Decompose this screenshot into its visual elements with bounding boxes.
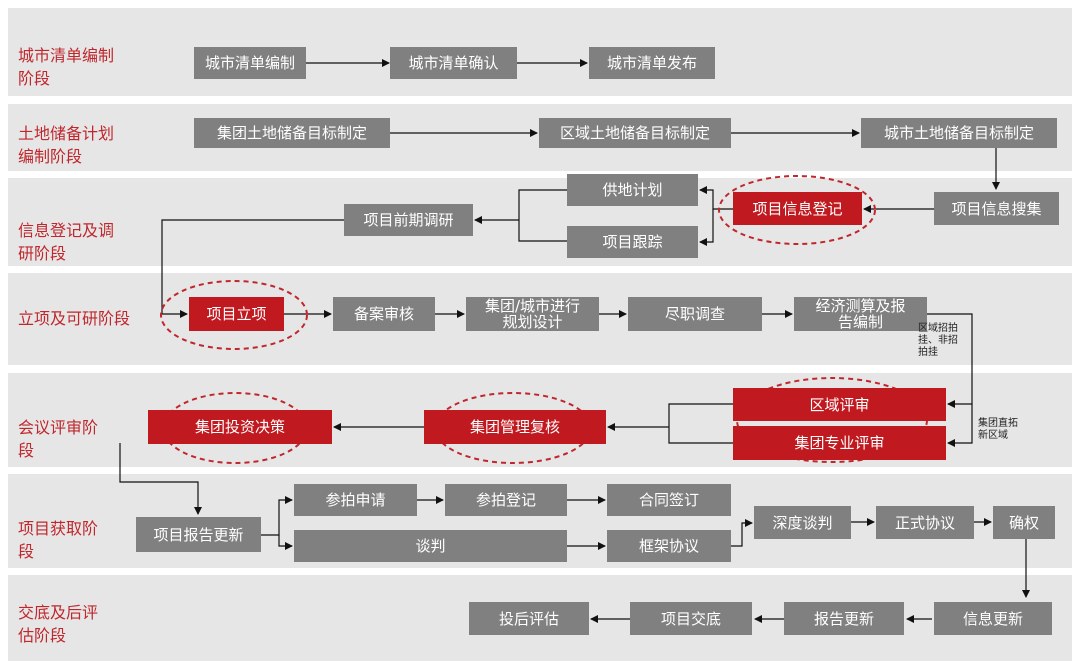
node-city-land-target: 城市土地储备目标制定	[861, 118, 1057, 148]
node-land-supply-plan: 供地计划	[567, 174, 698, 206]
node-report-update-1: 项目报告更新	[136, 517, 261, 552]
stage-label-review: 会议评审阶 段	[18, 418, 99, 460]
node-contract-sign: 合同签订	[607, 484, 731, 516]
node-formal-agreement: 正式协议	[876, 506, 974, 539]
stage-label-list-compile: 城市清单编制 阶段	[18, 46, 115, 88]
stage-label-handover: 交底及后评 估阶段	[18, 603, 99, 645]
node-city-list-confirm: 城市清单确认	[390, 47, 517, 79]
node-group-invest-decision: 集团投资决策	[148, 410, 332, 444]
node-info-update: 信息更新	[934, 602, 1052, 635]
node-regional-review: 区域评审	[733, 388, 946, 421]
node-framework-agreement: 框架协议	[607, 530, 731, 562]
highlight-ellipse-initiation	[160, 280, 308, 350]
note-regional-auction: 区域招拍 挂、非招 拍挂	[918, 323, 958, 358]
note-group-direct: 集团直拓 新区域	[978, 418, 1018, 441]
node-city-list-publish: 城市清单发布	[589, 47, 715, 79]
node-negotiation: 谈判	[294, 530, 567, 562]
node-post-evaluation: 投后评估	[469, 602, 589, 635]
stage-label-initiation: 立项及可研阶段	[18, 309, 131, 328]
stage-band-1	[8, 8, 1072, 96]
node-region-land-target: 区域土地储备目标制定	[539, 118, 731, 148]
node-auction-apply: 参拍申请	[294, 484, 417, 516]
node-deep-negotiation: 深度谈判	[754, 506, 851, 539]
node-planning-design: 集团/城市进行 规划设计	[466, 297, 599, 331]
node-project-initiation: 项目立项	[189, 297, 284, 331]
node-preliminary-research: 项目前期调研	[344, 204, 473, 236]
node-report-update-2: 报告更新	[784, 602, 904, 635]
node-group-land-target: 集团土地储备目标制定	[194, 118, 390, 148]
stage-label-info-research: 信息登记及调 研阶段	[18, 221, 115, 263]
node-ownership-confirm: 确权	[993, 506, 1055, 539]
stage-band-3	[8, 178, 1072, 266]
node-auction-register: 参拍登记	[445, 484, 567, 516]
node-group-expert-review: 集团专业评审	[733, 426, 946, 460]
node-project-info-collect: 项目信息搜集	[934, 192, 1059, 225]
highlight-ellipse-info-register	[718, 175, 876, 245]
stage-label-land-plan: 土地储备计划 编制阶段	[18, 124, 115, 166]
node-due-diligence: 尽职调查	[628, 297, 762, 331]
node-economic-calc: 经济测算及报 告编制	[794, 297, 927, 331]
node-project-handover: 项目交底	[630, 602, 752, 635]
node-group-mgmt-review: 集团管理复核	[424, 410, 606, 444]
node-filing-review: 备案审核	[333, 297, 435, 331]
stage-label-acquisition: 项目获取阶 段	[18, 519, 99, 561]
node-city-list-compile: 城市清单编制	[194, 47, 306, 79]
node-project-info-register: 项目信息登记	[733, 192, 862, 225]
node-project-tracking: 项目跟踪	[567, 226, 698, 258]
